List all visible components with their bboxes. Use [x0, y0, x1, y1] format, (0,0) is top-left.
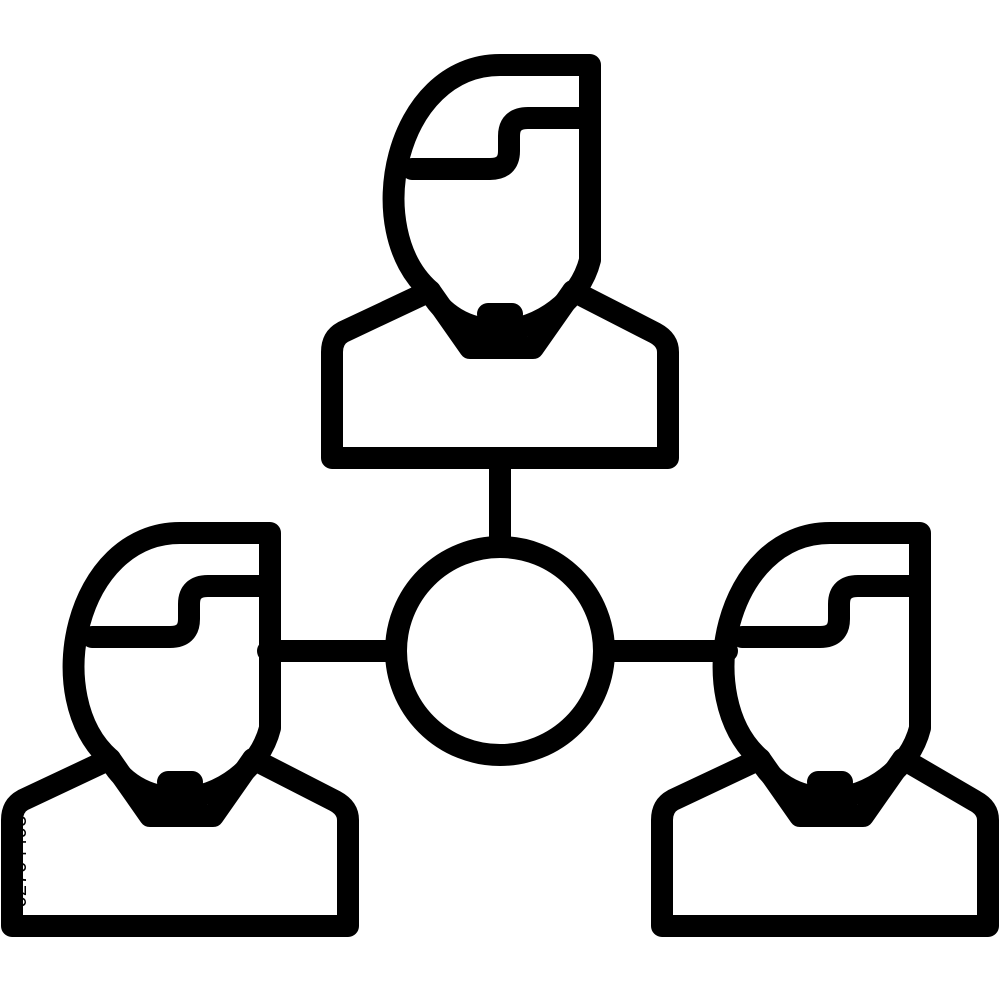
top-person-icon [321, 54, 679, 469]
right-person-icon [651, 522, 999, 937]
stock-image-id-text: 627044958 [8, 802, 31, 908]
stock-image-id-label: 627044958 [6, 760, 34, 950]
left-person-icon [1, 522, 359, 937]
hub-node [385, 536, 615, 766]
connector-lines [257, 447, 738, 662]
